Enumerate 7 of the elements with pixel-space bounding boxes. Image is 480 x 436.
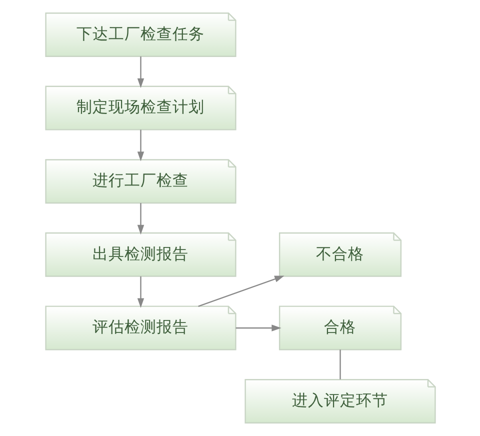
connector: [339, 350, 340, 380]
arrow: [136, 56, 144, 88]
arrow: [136, 276, 144, 308]
arrow: [198, 276, 284, 307]
arrow: [136, 203, 144, 235]
arrow: [136, 130, 144, 162]
arrow: [235, 324, 281, 332]
